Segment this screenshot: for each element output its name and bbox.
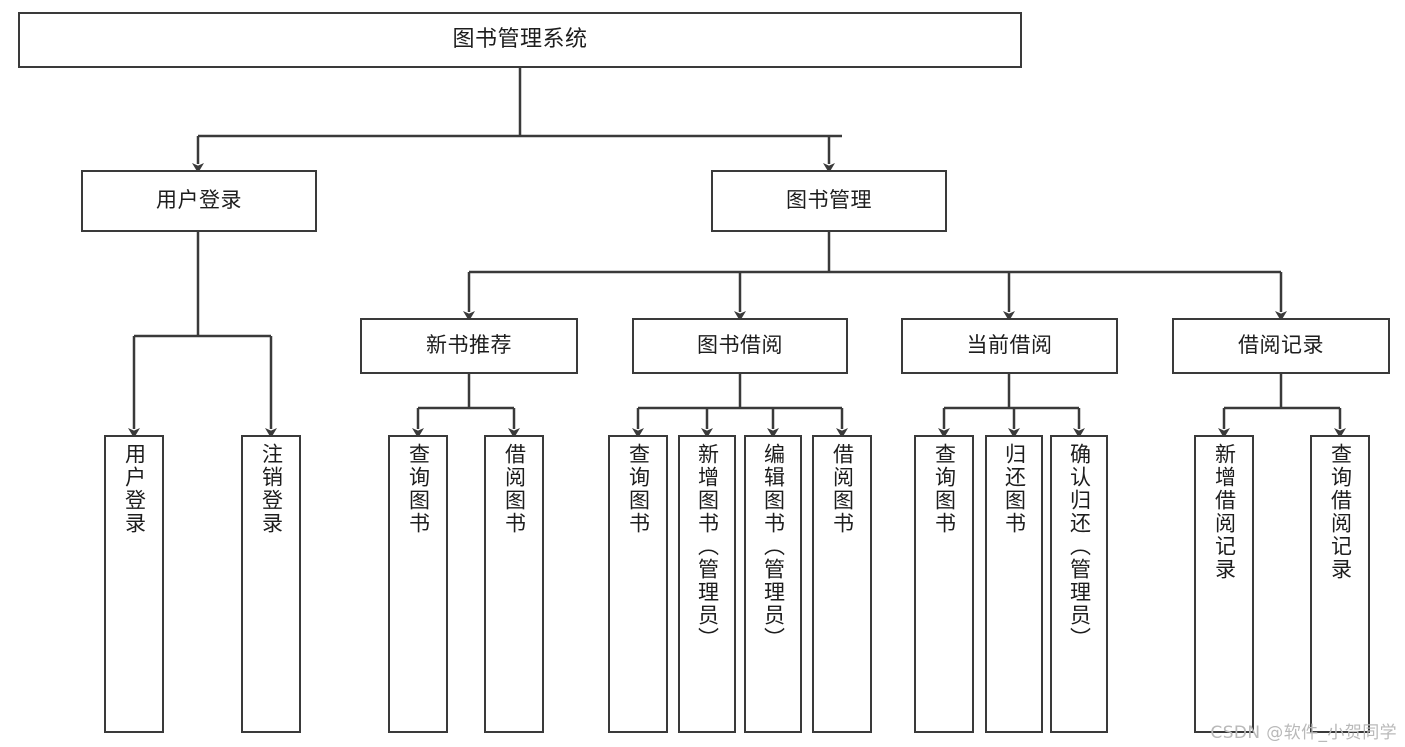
node-leaf-user-login-label: 用户登录 [122, 443, 147, 535]
node-leaf-add-record-label: 新增借阅记录 [1212, 443, 1237, 581]
node-leaf-return-book-label: 归还图书 [1002, 443, 1027, 535]
node-leaf-edit-book[interactable]: 编辑图书（管理员） [744, 435, 802, 733]
node-leaf-query-book-1[interactable]: 查询图书 [388, 435, 448, 733]
node-leaf-user-login[interactable]: 用户登录 [104, 435, 164, 733]
node-user-login[interactable]: 用户登录 [81, 170, 317, 232]
node-borrow-record[interactable]: 借阅记录 [1172, 318, 1390, 374]
node-current-borrow-label: 当前借阅 [966, 333, 1053, 358]
node-leaf-query-record[interactable]: 查询借阅记录 [1310, 435, 1370, 733]
node-book-borrow-label: 图书借阅 [697, 333, 783, 358]
watermark: CSDN @软件_小贺同学 [1210, 723, 1397, 743]
node-leaf-confirm-return[interactable]: 确认归还（管理员） [1050, 435, 1108, 733]
node-new-book-recommend-label: 新书推荐 [426, 333, 512, 358]
node-leaf-edit-book-label: 编辑图书（管理员） [761, 443, 786, 650]
node-leaf-query-book-3[interactable]: 查询图书 [914, 435, 974, 733]
node-leaf-borrow-book-2-label: 借阅图书 [830, 443, 855, 535]
node-leaf-logout[interactable]: 注销登录 [241, 435, 301, 733]
node-leaf-query-book-2[interactable]: 查询图书 [608, 435, 668, 733]
node-root-label: 图书管理系统 [452, 26, 588, 52]
node-leaf-logout-label: 注销登录 [259, 443, 284, 535]
node-leaf-borrow-book-1-label: 借阅图书 [502, 443, 527, 535]
node-leaf-borrow-book-2[interactable]: 借阅图书 [812, 435, 872, 733]
node-leaf-borrow-book-1[interactable]: 借阅图书 [484, 435, 544, 733]
node-leaf-add-book[interactable]: 新增图书（管理员） [678, 435, 736, 733]
node-leaf-query-book-2-label: 查询图书 [626, 443, 651, 535]
node-book-manage[interactable]: 图书管理 [711, 170, 947, 232]
node-root[interactable]: 图书管理系统 [18, 12, 1022, 68]
node-borrow-record-label: 借阅记录 [1238, 333, 1324, 358]
node-leaf-add-book-label: 新增图书（管理员） [695, 443, 720, 650]
node-new-book-recommend[interactable]: 新书推荐 [360, 318, 578, 374]
node-current-borrow[interactable]: 当前借阅 [901, 318, 1118, 374]
node-book-borrow[interactable]: 图书借阅 [632, 318, 848, 374]
node-leaf-query-book-3-label: 查询图书 [932, 443, 957, 535]
node-leaf-add-record[interactable]: 新增借阅记录 [1194, 435, 1254, 733]
node-leaf-return-book[interactable]: 归还图书 [985, 435, 1043, 733]
node-leaf-query-book-1-label: 查询图书 [406, 443, 431, 535]
node-user-login-label: 用户登录 [156, 188, 242, 213]
node-leaf-confirm-return-label: 确认归还（管理员） [1067, 443, 1092, 650]
node-leaf-query-record-label: 查询借阅记录 [1328, 443, 1353, 581]
node-book-manage-label: 图书管理 [786, 188, 872, 213]
